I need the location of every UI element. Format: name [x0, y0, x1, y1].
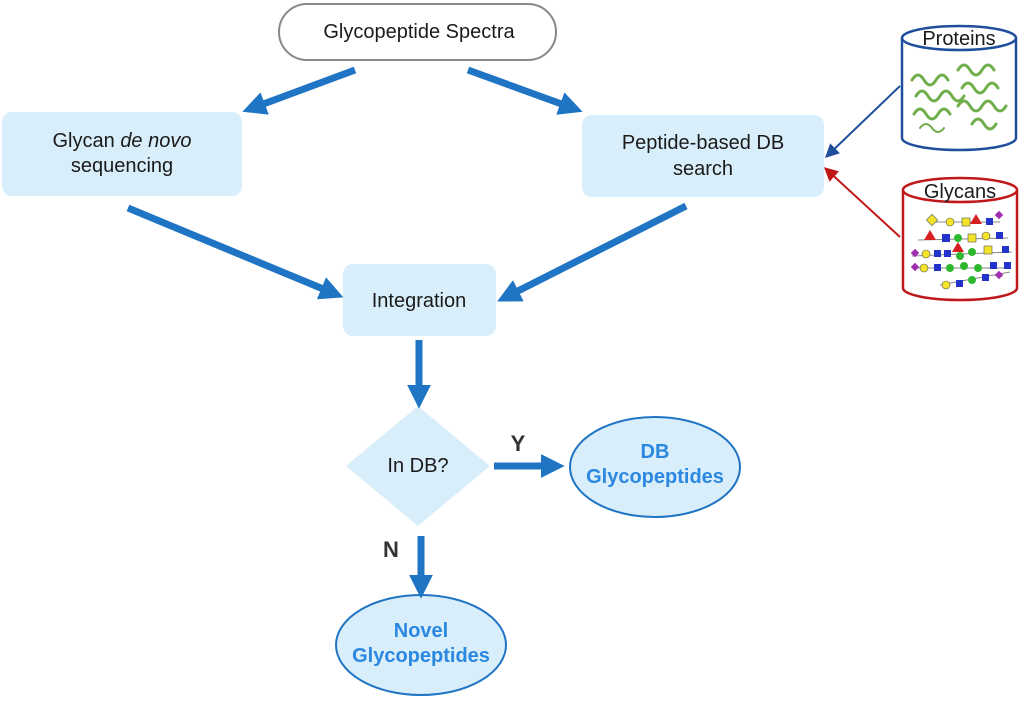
arrow-spectra-to-denovo — [242, 66, 357, 115]
novel-glycopeptides-node: Novel Glycopeptides — [335, 594, 507, 696]
glycan-structures-icon — [910, 210, 1013, 290]
arrow-dbsearch-to-integration — [497, 202, 688, 302]
proteins-database: Proteins — [900, 24, 1018, 152]
db-glycopeptides-line2: Glycopeptides — [586, 466, 724, 488]
arrow-spectra-to-dbsearch — [466, 66, 583, 115]
arrow-glycans-to-dbsearch — [823, 167, 901, 238]
denovo-node: Glycan de novo sequencing — [2, 112, 242, 196]
integration-node: Integration — [343, 264, 496, 336]
no-label: N — [383, 537, 399, 562]
protein-structure-icon — [910, 63, 1008, 133]
db-glycopeptides-line1: DB — [641, 441, 670, 463]
denovo-label-line1: Glycan de novo — [53, 130, 192, 152]
glycans-database: Glycans — [901, 176, 1019, 302]
decision-node: In DB? — [346, 406, 490, 526]
proteins-label: Proteins — [922, 28, 995, 50]
db-glycopeptides-node: DB Glycopeptides — [569, 416, 741, 518]
novel-glycopeptides-line2: Glycopeptides — [352, 645, 490, 667]
yes-label: Y — [511, 431, 526, 456]
glycans-label: Glycans — [924, 181, 996, 203]
integration-label: Integration — [372, 290, 467, 312]
arrow-denovo-to-integration — [126, 204, 344, 300]
novel-glycopeptides-line1: Novel — [394, 620, 448, 642]
denovo-label-line2: sequencing — [71, 155, 173, 177]
decision-label: In DB? — [387, 455, 448, 477]
arrow-proteins-to-dbsearch — [824, 85, 901, 158]
spectra-node: Glycopeptide Spectra — [278, 3, 557, 61]
dbsearch-node: Peptide-based DB search — [582, 115, 824, 197]
dbsearch-label-line2: search — [673, 158, 733, 180]
dbsearch-label-line1: Peptide-based DB — [622, 132, 784, 154]
spectra-label: Glycopeptide Spectra — [323, 21, 515, 43]
